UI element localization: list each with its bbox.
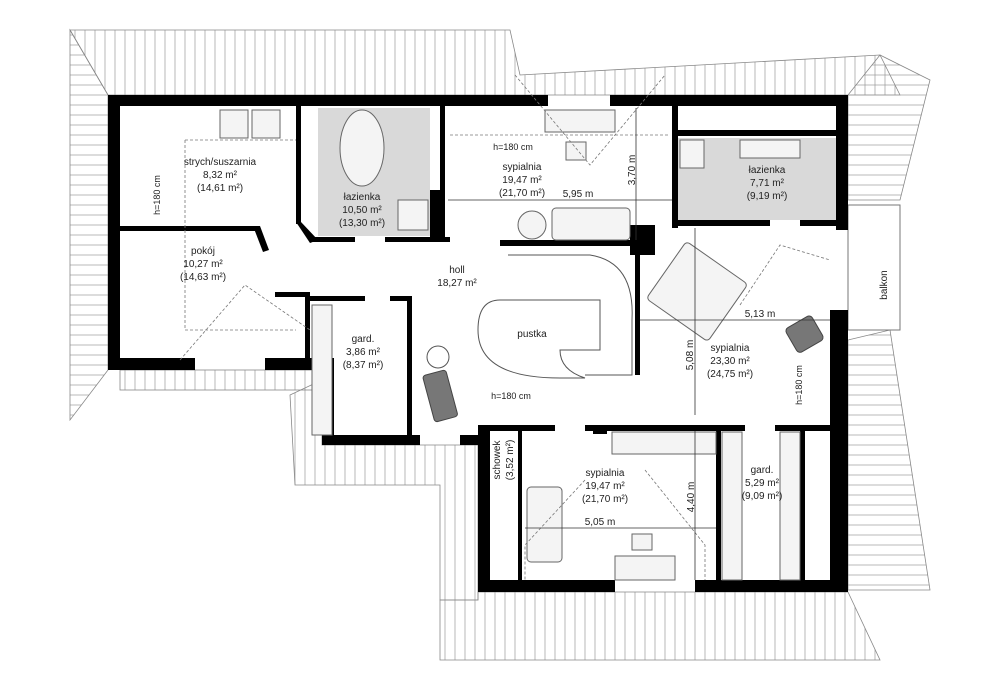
svg-text:(13,30 m²): (13,30 m²) [339, 218, 385, 229]
dimension-label: 5,95 m [563, 189, 594, 200]
room-label-pokoj: pokój 10,27 m² (14,63 m²) [180, 246, 226, 283]
svg-text:(8,37 m²): (8,37 m²) [343, 360, 384, 371]
svg-text:8,32 m²: 8,32 m² [203, 170, 238, 181]
room-label-pustka: pustka [517, 329, 547, 340]
svg-text:sypialnia: sypialnia [586, 468, 625, 479]
double-bed [647, 242, 747, 341]
bed [551, 207, 631, 241]
svg-text:(24,75 m²): (24,75 m²) [707, 369, 753, 380]
room-label-bedroom-bottom: sypialnia 19,47 m² (21,70 m²) [582, 468, 628, 505]
room-label-bathroom-2: łazienka 7,71 m² (9,19 m²) [747, 165, 788, 202]
svg-text:(14,61 m²): (14,61 m²) [197, 183, 243, 194]
svg-text:7,71 m²: 7,71 m² [750, 178, 785, 189]
svg-text:(21,70 m²): (21,70 m²) [499, 188, 545, 199]
dimension-label: 5,08 m [685, 340, 696, 371]
svg-text:(9,19 m²): (9,19 m²) [747, 191, 788, 202]
svg-text:sypialnia: sypialnia [711, 343, 750, 354]
svg-text:łazienka: łazienka [344, 192, 381, 203]
room-label-gard-1: gard. 3,86 m² (8,37 m²) [343, 334, 384, 371]
svg-text:19,47 m²: 19,47 m² [585, 481, 625, 492]
room-label-strych: strych/suszarnia 8,32 m² (14,61 m²) [184, 157, 257, 194]
room-label-holl: holl 18,27 m² [437, 265, 477, 289]
stairs [508, 254, 633, 376]
bathtub [339, 109, 385, 187]
room-label-bedroom-top: sypialnia 19,47 m² (21,70 m²) [499, 162, 545, 199]
room-label-gard-2: gard. 5,29 m² (9,09 m²) [742, 465, 783, 502]
svg-text:łazienka: łazienka [749, 165, 786, 176]
svg-text:gard.: gard. [352, 334, 375, 345]
svg-text:3,86 m²: 3,86 m² [346, 347, 381, 358]
dimension-label: 3,70 m [627, 155, 638, 186]
svg-text:gard.: gard. [751, 465, 774, 476]
svg-text:holl: holl [449, 265, 465, 276]
room-label-schowek: schowek (3,52 m²) [492, 440, 516, 481]
svg-text:10,27 m²: 10,27 m² [183, 259, 223, 270]
balcony [847, 204, 901, 331]
void-outline [477, 299, 601, 379]
dimension-label: 5,13 m [745, 309, 776, 320]
room-label-bedroom-right: sypialnia 23,30 m² (24,75 m²) [707, 343, 753, 380]
svg-text:pokój: pokój [191, 246, 215, 257]
svg-text:sypialnia: sypialnia [503, 162, 542, 173]
svg-text:18,27 m²: 18,27 m² [437, 278, 477, 289]
svg-text:(14,63 m²): (14,63 m²) [180, 272, 226, 283]
roof [69, 28, 931, 661]
svg-text:(21,70 m²): (21,70 m²) [582, 494, 628, 505]
dimension-label: 5,05 m [585, 517, 616, 528]
svg-text:strych/suszarnia: strych/suszarnia [184, 157, 257, 168]
height-note: h=180 cm [491, 391, 531, 401]
height-note: h=180 cm [493, 142, 533, 152]
svg-text:10,50 m²: 10,50 m² [342, 205, 382, 216]
svg-text:schowek: schowek [492, 440, 503, 480]
svg-text:(9,09 m²): (9,09 m²) [742, 491, 783, 502]
svg-text:(3,52 m²): (3,52 m²) [505, 440, 516, 481]
room-label-bathroom-1: łazienka 10,50 m² (13,30 m²) [339, 192, 385, 229]
height-note: h=180 cm [152, 175, 162, 215]
svg-text:19,47 m²: 19,47 m² [502, 175, 542, 186]
sofa [422, 369, 458, 423]
dimension-label: 4,40 m [686, 482, 697, 513]
armchair [785, 315, 824, 353]
height-note: h=180 cm [794, 365, 804, 405]
dimension-lines [448, 108, 830, 580]
svg-text:5,29 m²: 5,29 m² [745, 478, 780, 489]
svg-text:23,30 m²: 23,30 m² [710, 356, 750, 367]
room-label-balkon: balkon [879, 270, 890, 299]
fixtures [179, 74, 831, 581]
